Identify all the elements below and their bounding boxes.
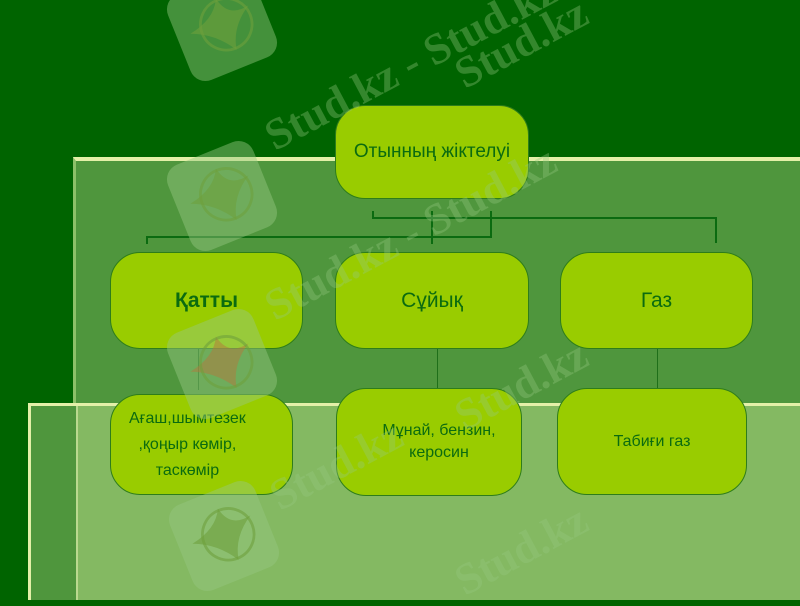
connector-root-left [372, 211, 374, 219]
category-node-gas[interactable]: Газ [560, 252, 753, 349]
example-label-solid: Ағаш,шымтезек ,қоңыр көмір, таскөмір [129, 409, 246, 479]
connector-solid-drop [146, 236, 148, 244]
connector-liquid-child [437, 345, 438, 390]
category-label-solid: Қатты [175, 288, 238, 312]
example-node-solid[interactable]: Ағаш,шымтезек ,қоңыр көмір, таскөмір [110, 394, 293, 495]
connector-solid-child [198, 345, 199, 390]
category-node-solid[interactable]: Қатты [110, 252, 303, 349]
connector-root-right [490, 211, 492, 238]
watermark-text: Stud.kz [446, 0, 596, 99]
example-node-liquid[interactable]: Мұнай, бензин, керосин [336, 388, 522, 496]
root-node-label: Отынның жіктелуі [353, 141, 511, 162]
connector-lower-bar [146, 236, 492, 238]
root-node[interactable]: Отынның жіктелуі [335, 105, 529, 199]
watermark-logo-icon [162, 0, 282, 86]
connector-gas-child [657, 348, 658, 388]
example-label-gas: Табиғи газ [613, 432, 691, 450]
category-label-gas: Газ [640, 288, 673, 312]
category-label-liquid: Сұйық [401, 288, 463, 312]
example-node-gas[interactable]: Табиғи газ [557, 388, 747, 495]
example-label-liquid: Мұнай, бензин, керосин [382, 422, 496, 461]
connector-upper-bar [372, 217, 717, 219]
category-node-liquid[interactable]: Сұйық [335, 252, 529, 349]
connector-liquid-drop [431, 211, 433, 244]
connector-gas-drop [715, 217, 717, 243]
